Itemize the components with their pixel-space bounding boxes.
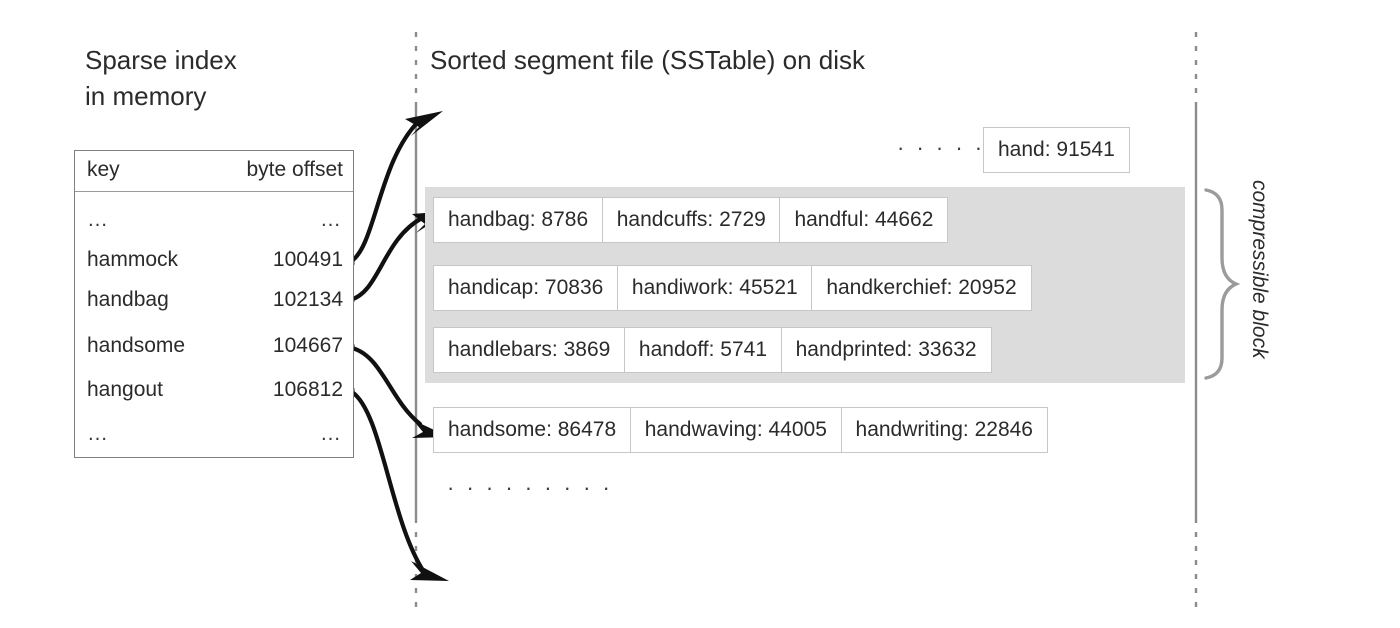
segment-entry: handwaving: 44005 [629, 407, 842, 453]
segment-entry: handsome: 86478 [433, 407, 632, 453]
segment-entry-row: handsome: 86478 handwaving: 44005 handwr… [433, 407, 1048, 453]
row-offset: 102134 [272, 288, 343, 311]
segment-entry: handful: 44662 [779, 197, 949, 243]
index-pointer-arrows [347, 117, 427, 575]
segment-entry: handwriting: 22846 [840, 407, 1048, 453]
segment-entry-row: handbag: 8786 handcuffs: 2729 handful: 4… [433, 197, 949, 243]
sparse-index-title-line1: Sparse index [85, 45, 237, 75]
row-offset: … [320, 208, 343, 231]
table-row: handsome 104667 [75, 328, 353, 368]
table-header-row: key byte offset [75, 151, 353, 192]
segment-entry: hand: 91541 [983, 127, 1130, 173]
ellipsis-after-last-row: · · · · · · · · · [447, 475, 613, 500]
row-offset: 104667 [272, 334, 343, 357]
sparse-index-title: Sparse index in memory [85, 42, 237, 114]
row-key: hammock [87, 248, 179, 271]
arrow-handsome [349, 345, 423, 427]
row-key: handbag [87, 288, 169, 311]
segment-entry: handbag: 8786 [433, 197, 604, 243]
sstable-title: Sorted segment file (SSTable) on disk [430, 45, 865, 75]
table-row: … … [75, 202, 353, 242]
sparse-index-table: key byte offset … … hammock 100491 handb… [74, 150, 354, 458]
sparse-index-title-line2: in memory [85, 81, 207, 111]
segment-entry: handicap: 70836 [433, 265, 619, 311]
table-row: … … [75, 416, 353, 456]
segment-entry: handprinted: 33632 [780, 327, 992, 373]
row-key: … [87, 422, 110, 445]
row-offset: … [320, 422, 343, 445]
segment-entry: handlebars: 3869 [433, 327, 626, 373]
table-row: handbag 102134 [75, 282, 353, 322]
compressible-block-label: compressible block [1248, 180, 1271, 359]
row-key: … [87, 208, 110, 231]
arrow-handbag [347, 215, 425, 303]
segment-entry: handoff: 5741 [623, 327, 782, 373]
compressible-block-brace [1204, 188, 1241, 380]
arrow-hangout [349, 389, 427, 575]
row-offset: 106812 [272, 378, 343, 401]
table-row: hammock 100491 [75, 242, 353, 282]
segment-entry: handiwork: 45521 [616, 265, 813, 311]
row-offset: 100491 [272, 248, 343, 271]
segment-entry: handcuffs: 2729 [601, 197, 781, 243]
segment-entry: handkerchief: 20952 [811, 265, 1032, 311]
arrow-hammock [347, 117, 423, 265]
segment-entry-row: handicap: 70836 handiwork: 45521 handker… [433, 265, 1032, 311]
table-row: hangout 106812 [75, 372, 353, 412]
table-body: … … hammock 100491 handbag 102134 handso… [75, 192, 353, 458]
column-header-key: key [87, 158, 120, 181]
segment-entry-row: handlebars: 3869 handoff: 5741 handprint… [433, 327, 992, 373]
row-key: handsome [87, 334, 186, 357]
column-header-byte-offset: byte offset [246, 158, 343, 181]
row-key: hangout [87, 378, 163, 401]
segment-entry-row-top: hand: 91541 [983, 127, 1130, 173]
